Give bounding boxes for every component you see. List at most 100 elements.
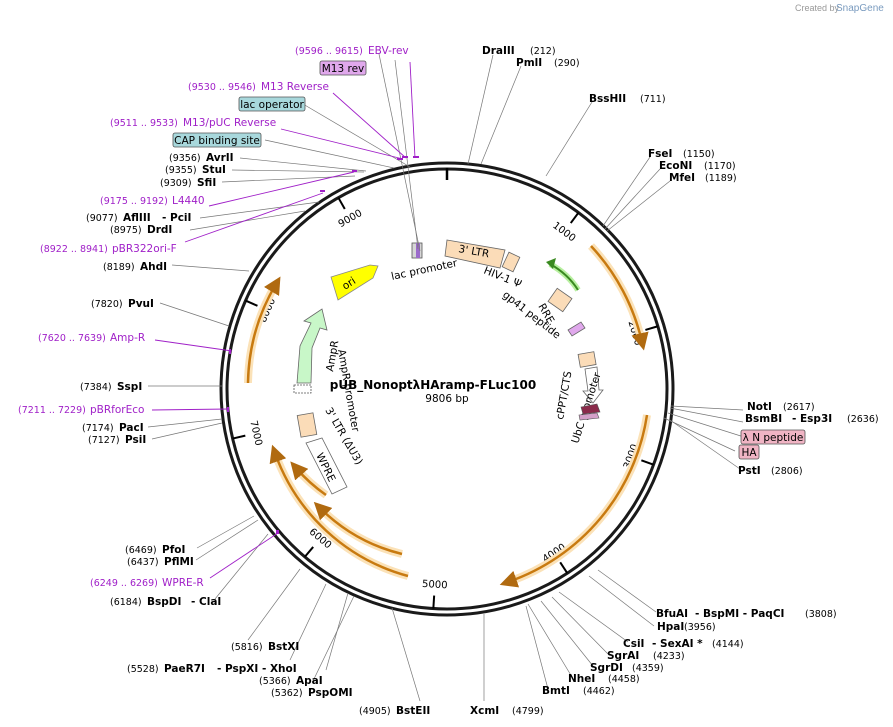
m13-rev-label[interactable]: M13 rev bbox=[319, 60, 367, 76]
primer-range: (7620 .. 7639) bbox=[38, 333, 106, 344]
site-name[interactable]: AvrII bbox=[206, 152, 234, 164]
site-name[interactable]: BmtI bbox=[542, 685, 570, 697]
primer-name[interactable]: WPRE-R bbox=[162, 577, 204, 589]
site-name[interactable]: AflIII bbox=[123, 212, 151, 224]
site-pos: (3956) bbox=[684, 622, 716, 633]
site-name[interactable]: BsmBI bbox=[745, 413, 782, 425]
primer-name[interactable]: Amp-R bbox=[110, 332, 145, 344]
ltr3-feature[interactable] bbox=[444, 239, 506, 269]
lac-operator-text: lac operator bbox=[240, 99, 304, 111]
site-pos: (6437) bbox=[127, 557, 159, 568]
site-pos: (9309) bbox=[160, 178, 192, 189]
primer-range: (9596 .. 9615) bbox=[295, 46, 363, 57]
site-pos: (8975) bbox=[110, 225, 142, 236]
lac-operator-shape bbox=[416, 243, 420, 258]
site-name-alt[interactable]: - PspXI - XhoI bbox=[217, 663, 297, 675]
gp41-arrow-glow bbox=[548, 261, 581, 292]
primer-name[interactable]: EBV-rev bbox=[368, 45, 409, 57]
site-name[interactable]: BspDI bbox=[147, 596, 181, 608]
site-name[interactable]: PfoI bbox=[162, 544, 185, 556]
site-name-alt[interactable]: - Esp3I bbox=[792, 413, 832, 425]
site-pos: (9356) bbox=[169, 153, 201, 164]
site-name[interactable]: BfuAI bbox=[656, 608, 688, 620]
primer-name[interactable]: M13/pUC Reverse bbox=[183, 117, 276, 129]
hiv-psi-box[interactable] bbox=[501, 251, 521, 273]
site-pos: (4359) bbox=[632, 663, 664, 674]
m13-rev-text: M13 rev bbox=[322, 63, 365, 75]
tick-mark bbox=[569, 212, 580, 224]
site-pos: (4233) bbox=[653, 651, 685, 662]
primer-leaders bbox=[151, 61, 416, 579]
ampr-feature[interactable] bbox=[296, 308, 328, 384]
site-name[interactable]: ApaI bbox=[296, 675, 323, 687]
site-name[interactable]: DraIII bbox=[482, 45, 515, 57]
site-name[interactable]: StuI bbox=[202, 164, 226, 176]
site-name[interactable]: BstEII bbox=[396, 705, 430, 717]
site-name[interactable]: PacI bbox=[119, 422, 144, 434]
site-name-alt[interactable]: - BspMI - PaqCI bbox=[695, 608, 784, 620]
site-pos: (7127) bbox=[88, 435, 120, 446]
site-name[interactable]: PmlI bbox=[516, 57, 542, 69]
snapgene-logo: SnapGene bbox=[836, 3, 884, 14]
site-name[interactable]: MfeI bbox=[669, 172, 695, 184]
primer-name[interactable]: L4440 bbox=[172, 195, 205, 207]
cap-site-label[interactable]: CAP binding site bbox=[172, 132, 262, 148]
primer-range: (9511 .. 9533) bbox=[110, 118, 178, 129]
site-name[interactable]: AhdI bbox=[140, 261, 167, 273]
site-name[interactable]: DrdI bbox=[147, 224, 172, 236]
ha-label[interactable]: HA bbox=[738, 444, 760, 460]
site-name[interactable]: SgrDI bbox=[590, 662, 623, 674]
primer-name[interactable]: pBR322ori-F bbox=[112, 243, 177, 255]
site-name[interactable]: SspI bbox=[117, 381, 142, 393]
orf-arc bbox=[246, 276, 281, 384]
site-name-alt[interactable]: - PciI bbox=[162, 212, 191, 224]
primer-name[interactable]: M13 Reverse bbox=[261, 81, 329, 93]
lambda-n-label[interactable]: λ N peptide bbox=[740, 429, 806, 445]
cppt-box[interactable] bbox=[577, 351, 597, 368]
site-name[interactable]: EcoNI bbox=[659, 160, 692, 172]
site-name[interactable]: PspOMI bbox=[308, 687, 353, 699]
ha-shape bbox=[578, 412, 600, 421]
site-pos: (2636) bbox=[847, 414, 879, 425]
ori-feature[interactable]: ori bbox=[330, 264, 379, 301]
site-name[interactable]: SfiI bbox=[197, 177, 216, 189]
orf-arc bbox=[499, 414, 649, 588]
site-name-alt[interactable]: - SexAI * bbox=[652, 638, 703, 650]
plasmid-name: pUB_NonoptλHAramp-FLuc100 bbox=[330, 378, 536, 393]
wpre-box[interactable] bbox=[305, 437, 348, 495]
rre-box[interactable] bbox=[547, 287, 573, 313]
site-pos: (1189) bbox=[705, 173, 737, 184]
primer-range: (9530 .. 9546) bbox=[188, 82, 256, 93]
site-name[interactable]: BstXI bbox=[268, 641, 299, 653]
site-name[interactable]: PstI bbox=[738, 465, 761, 477]
site-name[interactable]: XcmI bbox=[470, 705, 499, 717]
site-pos: (290) bbox=[554, 58, 580, 69]
lac-operator-label[interactable]: lac operator bbox=[238, 96, 306, 112]
site-name[interactable]: PaeR7I bbox=[164, 663, 205, 675]
ltr3-du3-box[interactable] bbox=[296, 412, 318, 438]
site-name[interactable]: SgrAI bbox=[607, 650, 639, 662]
site-name[interactable]: HpaI bbox=[657, 621, 684, 633]
site-name[interactable]: BssHII bbox=[589, 93, 626, 105]
site-name-alt[interactable]: - ClaI bbox=[191, 596, 221, 608]
orf-arc bbox=[269, 444, 409, 578]
lambda-n-text: λ N peptide bbox=[743, 432, 804, 444]
site-name[interactable]: FseI bbox=[648, 148, 672, 160]
site-pos: (1150) bbox=[683, 149, 715, 160]
orf-arc bbox=[590, 245, 649, 351]
ubc-promoter-arrow[interactable] bbox=[582, 366, 604, 404]
primer-name[interactable]: pBRforEco bbox=[90, 404, 144, 416]
site-pos: (711) bbox=[640, 94, 666, 105]
site-pos: (5362) bbox=[271, 688, 303, 699]
site-pos: (3808) bbox=[805, 609, 837, 620]
site-name[interactable]: PsiI bbox=[125, 434, 146, 446]
site-name[interactable]: PvuI bbox=[128, 298, 154, 310]
site-name[interactable]: PflMI bbox=[164, 556, 194, 568]
ha-text: HA bbox=[741, 447, 757, 459]
ltr3-label: 3' LTR bbox=[457, 243, 490, 260]
site-pos: (1170) bbox=[704, 161, 736, 172]
primer-range: (6249 .. 6269) bbox=[90, 578, 158, 589]
site-name[interactable]: CsiI bbox=[623, 638, 644, 650]
site-name[interactable]: NotI bbox=[747, 401, 772, 413]
site-name[interactable]: NheI bbox=[568, 673, 595, 685]
